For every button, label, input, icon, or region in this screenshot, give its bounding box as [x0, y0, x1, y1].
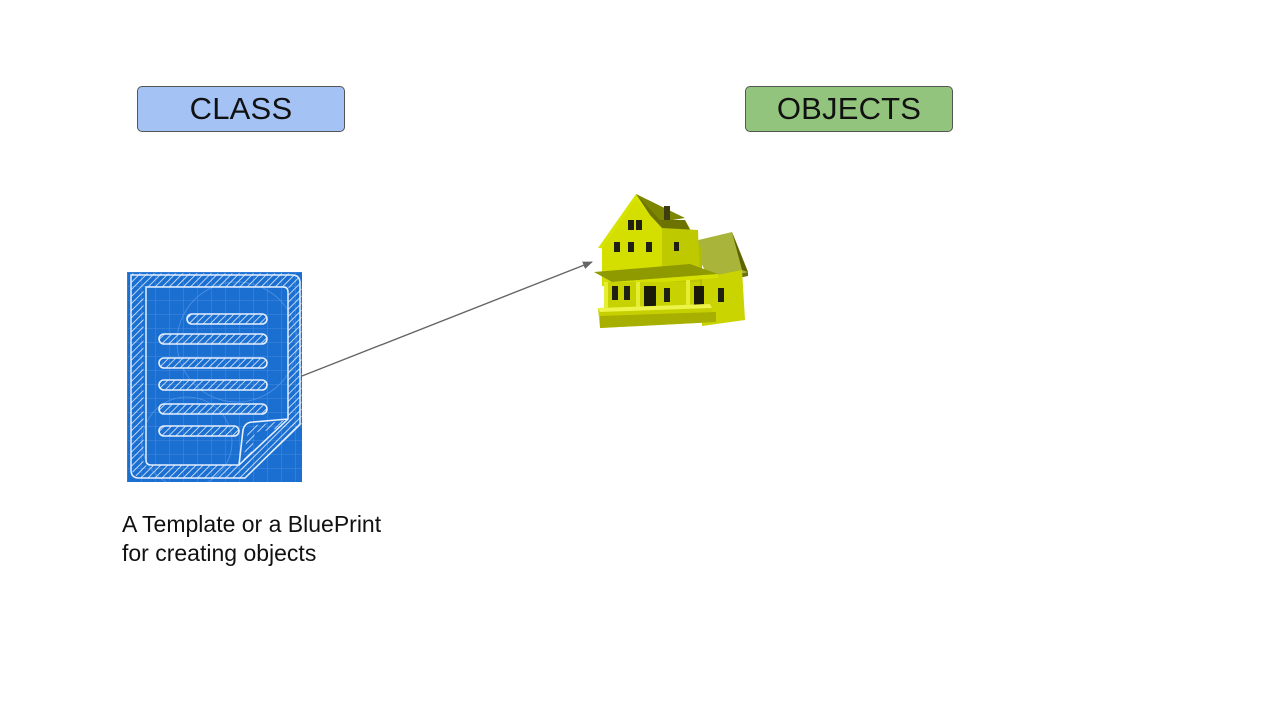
house-object-icon — [594, 194, 748, 328]
caption-line-2: for creating objects — [122, 540, 317, 566]
blueprint-document-icon — [127, 272, 302, 482]
caption-line-1: A Template or a BluePrint — [122, 511, 382, 537]
class-label-box: CLASS — [137, 86, 345, 132]
objects-label-box: OBJECTS — [745, 86, 953, 132]
class-description: A Template or a BluePrint for creating o… — [122, 510, 452, 568]
